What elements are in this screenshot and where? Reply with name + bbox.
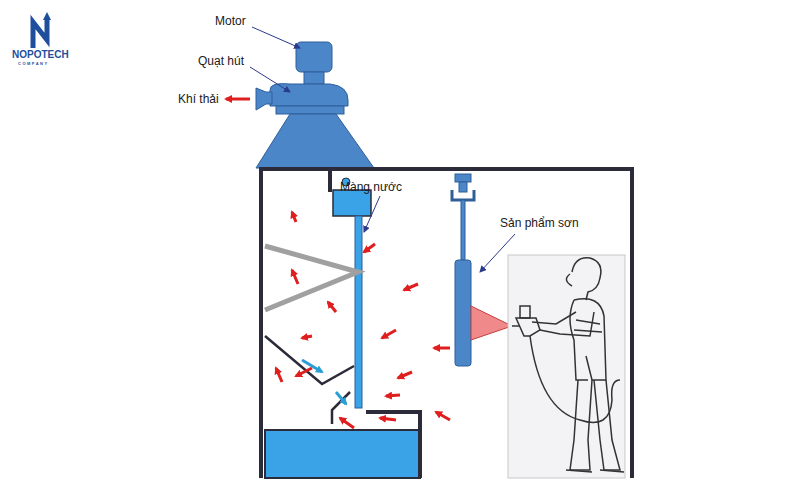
spray-cone [471, 306, 512, 340]
part-label: Sản phẩm sơn [500, 216, 579, 230]
baffle [265, 246, 358, 310]
airflow-arrow [276, 212, 450, 428]
leader-line [250, 27, 515, 272]
sump-wall [366, 412, 420, 478]
water-curtain [355, 216, 362, 408]
exhaust-arrow [226, 98, 250, 101]
partition [328, 169, 332, 192]
motor [296, 42, 332, 72]
hood [256, 114, 374, 168]
booth-wall [261, 169, 632, 478]
part-label: Motor [215, 14, 246, 28]
water-tank [265, 430, 420, 478]
fan-flange [276, 106, 344, 114]
water-flow-arrow [302, 360, 346, 404]
logo-text: NOPOTECH [12, 49, 69, 60]
deflector [265, 336, 354, 384]
part-label: Quạt hút [198, 54, 244, 68]
part-label: Khí thải [178, 92, 219, 106]
exhaust-outlet [256, 88, 272, 110]
logo-subtext: COMPANY [18, 61, 49, 66]
logo-mark [33, 12, 51, 48]
motor-shaft [304, 72, 324, 84]
operator-area [508, 255, 625, 478]
part-label: Màng nước [340, 180, 402, 194]
operator-figure [512, 258, 624, 472]
